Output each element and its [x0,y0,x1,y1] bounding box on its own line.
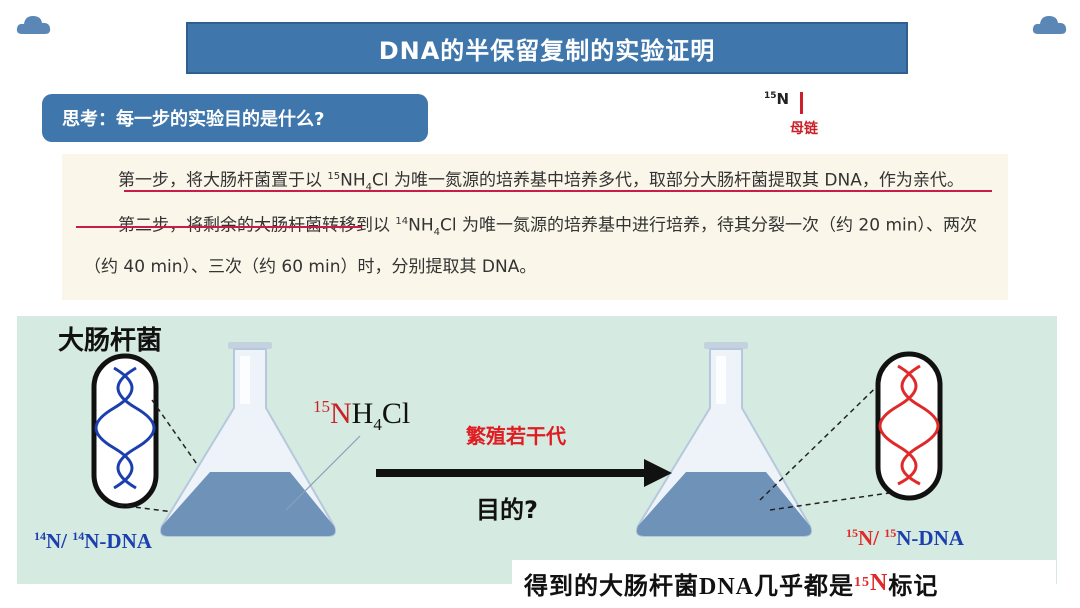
dna-label-right: 15N/ 15N-DNA [846,526,964,551]
dna-label-left: 14N/ 14N-DNA [34,529,152,554]
arrow-right-icon [376,458,676,488]
bacterium-left [94,356,156,506]
process-label: 繁殖若干代 [466,420,566,449]
flask-right-icon [637,342,811,536]
flask-left-icon [161,342,335,536]
medium-formula: 15NH4Cl [313,397,410,435]
bacterium-right [878,354,940,498]
purpose-question: 目的? [476,490,538,525]
